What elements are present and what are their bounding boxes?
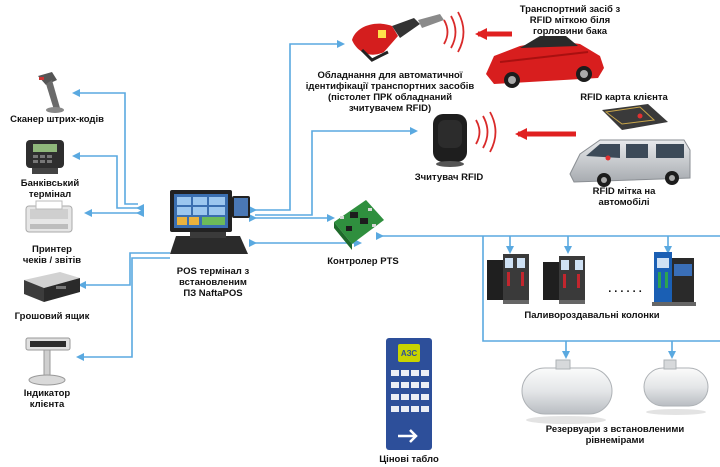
label-price-board: Цінові табло xyxy=(379,454,439,465)
label-van-tag: RFID мітка на автомобілі xyxy=(592,186,656,208)
label-dots: . . . . . . xyxy=(608,283,642,295)
label-bank-terminal: Банківський термінал xyxy=(20,178,80,200)
van-icon xyxy=(569,139,691,187)
fuel-dispenser-icon xyxy=(487,252,696,306)
label-rfid-reader: Зчитувач RFID xyxy=(414,172,484,183)
dispenser-2 xyxy=(543,256,585,304)
link-bank-terminal xyxy=(72,152,144,212)
fuel-nozzle-icon xyxy=(352,14,444,62)
price-board-brand: АЗС xyxy=(400,349,418,358)
rfid-arrows xyxy=(475,28,576,140)
label-pts-controller: Контролер PTS xyxy=(327,256,399,267)
label-cash-drawer: Грошовий ящик xyxy=(14,311,90,322)
pos-terminal-icon xyxy=(170,190,250,254)
controller-board-icon xyxy=(334,200,384,250)
connection-lines xyxy=(72,40,720,361)
fuel-tank-icon xyxy=(521,359,709,424)
label-pos-terminal: POS термінал з встановленим ПЗ NaftaPOS xyxy=(176,266,250,299)
link-nozzle xyxy=(249,40,345,214)
pole-display-icon xyxy=(25,337,71,386)
cash-drawer-icon xyxy=(24,272,80,302)
price-board-icon xyxy=(386,338,432,450)
label-barcode-scanner: Сканер штрих-кодів xyxy=(10,114,104,125)
card-terminal-icon xyxy=(26,140,64,174)
rfid-card-icon xyxy=(602,104,668,130)
tank-2 xyxy=(643,359,709,415)
link-cash-drawer xyxy=(78,252,170,289)
car-icon xyxy=(486,36,604,88)
link-rfid-reader xyxy=(255,127,418,216)
label-customer-display: Індикатор клієнта xyxy=(23,388,71,410)
rfid-reader-icon xyxy=(433,114,467,167)
label-tanks: Резервуари з встановленими рівнемірами xyxy=(545,424,685,446)
barcode-scanner-icon xyxy=(38,72,64,113)
label-dispensers: Паливороздавальні колонки xyxy=(524,310,660,321)
label-rfid-card: RFID карта клієнта xyxy=(580,92,668,103)
label-vehicle-tag: Транспортний засіб з RFID міткою біля го… xyxy=(519,4,621,37)
link-customer-display xyxy=(76,257,170,361)
rfid-waves xyxy=(443,11,497,153)
dispenser-3 xyxy=(652,252,696,306)
label-printer: Принтер чеків / звітів xyxy=(22,244,82,266)
tank-1 xyxy=(521,359,613,424)
receipt-printer-icon xyxy=(25,200,73,233)
dispenser-1 xyxy=(487,254,529,304)
label-nozzle-equipment: Обладнання для автоматичної ідентифікаці… xyxy=(305,70,475,114)
